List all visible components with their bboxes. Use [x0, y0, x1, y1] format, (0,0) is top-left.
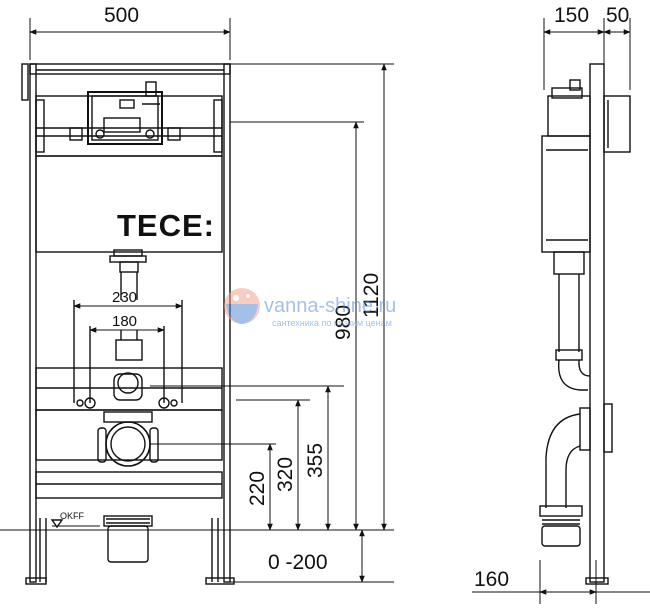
watermark: vanna-shine.ru сантехника по низким цена… — [224, 288, 396, 328]
side-depth-dimension-label: 150 — [554, 4, 589, 27]
frame-lower-rail — [35, 471, 223, 499]
mounting-bracket-rail — [35, 300, 223, 411]
watermark-site: vanna-shine.ru — [264, 295, 396, 317]
inlet-height-dimension-label: 980 — [332, 305, 355, 340]
floor-marker-triangle — [50, 519, 64, 529]
drain-220-dimension-label: 220 — [246, 471, 269, 506]
height-dimension-label: 1120 — [360, 273, 383, 318]
side-front-dimension-label: 50 — [606, 4, 629, 27]
frame-top-rail — [29, 63, 231, 75]
watermark-tagline: сантехника по низким ценам — [272, 318, 392, 328]
water-inlet-module — [69, 81, 181, 145]
bottom-outlet — [103, 515, 153, 563]
bracket-outer-dimension-label: 230 — [112, 289, 137, 306]
width-dimension-label: 500 — [104, 4, 139, 27]
floor-marker-label: OKFF — [60, 511, 85, 521]
side-post — [589, 63, 605, 583]
floor-adjust-dimension-label: 0 -200 — [268, 551, 328, 574]
bracket-inner-dimension-label: 180 — [112, 313, 137, 330]
brand-logo: TECE: — [117, 208, 215, 243]
frame-left-post — [21, 63, 37, 583]
side-cistern — [541, 79, 591, 253]
watermark-bathtub-icon — [224, 288, 260, 324]
frame-right-post — [223, 63, 231, 583]
frame-feet — [25, 518, 235, 585]
side-flush-pipe — [553, 251, 591, 391]
drain-355-dimension-label: 355 — [304, 443, 327, 478]
side-drain-bend — [539, 403, 613, 547]
drain-320-dimension-label: 320 — [274, 457, 297, 492]
dimension-lines — [29, 18, 394, 583]
side-bottom-dimension-label: 160 — [474, 568, 509, 591]
side-dimension-lines — [472, 18, 650, 604]
side-view — [539, 63, 631, 585]
drain-connection — [35, 409, 223, 467]
